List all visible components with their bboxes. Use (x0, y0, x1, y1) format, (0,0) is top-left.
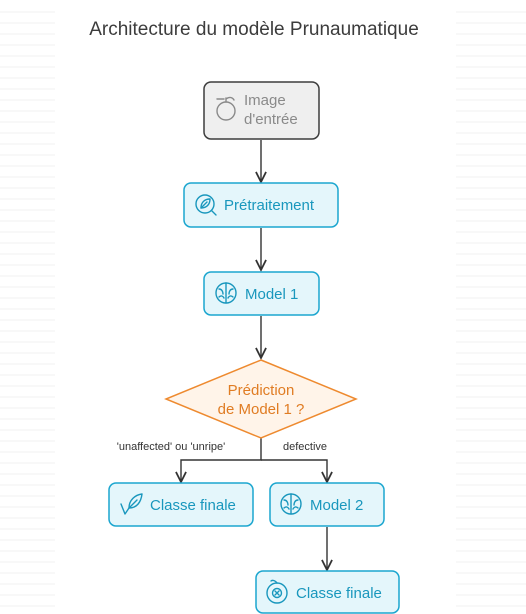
node-model2-box (269, 482, 385, 527)
node-preprocessing: Prétraitement (183, 182, 339, 228)
node-input-image: Image d'entrée (203, 81, 320, 140)
node-input-image-line2: d'entrée (244, 111, 298, 128)
decision-line1: Prédiction (228, 382, 295, 399)
node-final-class-left-box (108, 482, 254, 527)
edge-decision-to-model2 (261, 459, 327, 482)
node-preprocessing-box (183, 182, 339, 228)
edge-label-unaffected-unripe: 'unaffected' ou 'unripe' (117, 441, 226, 453)
edge-label-defective: defective (283, 441, 327, 453)
decision-diamond (164, 359, 358, 439)
brain-icon (215, 282, 237, 304)
node-model2: Model 2 (269, 482, 385, 527)
leaf-check-icon (120, 493, 143, 515)
decision-node: Prédiction de Model 1 ? (164, 359, 358, 439)
decision-line2: de Model 1 ? (218, 401, 305, 418)
node-input-image-line1: Image (244, 92, 286, 109)
background-pattern (0, 11, 526, 607)
node-model1: Model 1 (203, 271, 320, 316)
node-model1-box (203, 271, 320, 316)
diagram-title: Architecture du modèle Prunaumatique (89, 19, 419, 40)
edge-decision-to-final-left (181, 438, 262, 482)
node-final-class-bottom-box (255, 570, 400, 614)
node-preprocessing-label: Prétraitement (224, 197, 315, 214)
apple-target-icon (266, 579, 288, 604)
node-final-class-bottom: Classe finale (255, 570, 400, 614)
node-final-class-bottom-label: Classe finale (296, 585, 382, 602)
apple-icon (216, 96, 236, 121)
node-model2-label: Model 2 (310, 497, 363, 514)
leaf-magnifier-icon (195, 194, 217, 216)
edges (181, 140, 327, 570)
node-final-class-left: Classe finale (108, 482, 254, 527)
node-final-class-left-label: Classe finale (150, 497, 236, 514)
node-model1-label: Model 1 (245, 286, 298, 303)
brain-icon (280, 493, 302, 515)
node-input-image-box (203, 81, 320, 140)
